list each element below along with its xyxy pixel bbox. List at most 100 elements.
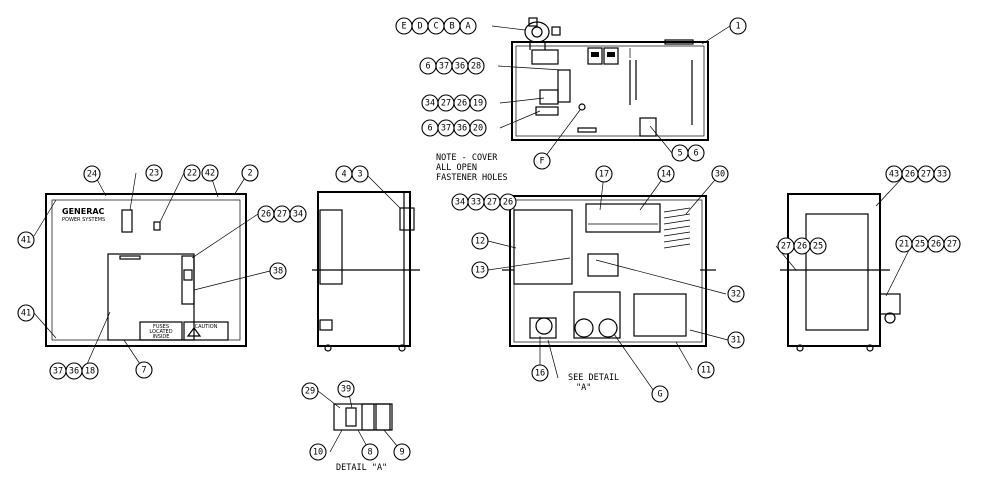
- callout-label: 36: [457, 124, 467, 134]
- caution-label: CAUTION: [195, 324, 218, 330]
- callout-label: 27: [487, 198, 497, 208]
- callout-group-inside-view-3: 30: [711, 165, 729, 183]
- callout-label: 30: [715, 170, 725, 180]
- callout-bubble: [943, 235, 961, 253]
- callout-bubble: [729, 17, 747, 35]
- callout-bubble: [595, 165, 613, 183]
- detail-a-title: DETAIL "A": [336, 463, 387, 473]
- callout-label: E: [401, 22, 406, 32]
- callout-group-front-view-9: 37 36 18: [49, 362, 99, 380]
- callout-label: 6: [693, 149, 698, 159]
- callout-label: 39: [341, 385, 351, 395]
- brand-logo: GENERAC: [62, 207, 105, 216]
- callout-label: 37: [53, 367, 63, 377]
- callout-group-inside-view-10: G: [651, 385, 669, 403]
- callout-label: 27: [441, 99, 451, 109]
- callout-label: 3: [357, 170, 362, 180]
- callout-label: 33: [471, 198, 481, 208]
- callout-bubble: [269, 262, 287, 280]
- callout-label: 10: [313, 448, 323, 458]
- callout-bubble: [83, 165, 101, 183]
- callout-label: 14: [661, 170, 671, 180]
- callout-bubble: [711, 165, 729, 183]
- callout-label: 28: [471, 62, 481, 72]
- callout-label: 36: [455, 62, 465, 72]
- callout-label: 26: [797, 242, 807, 252]
- callout-label: 9: [399, 448, 404, 458]
- fuses-label-line1: FUSES: [153, 324, 169, 330]
- callout-group-front-view-0: 24: [83, 165, 101, 183]
- callout-label: B: [449, 22, 454, 32]
- callout-label: 27: [781, 242, 791, 252]
- callout-bubble: [351, 165, 369, 183]
- callout-bubble: [499, 193, 517, 211]
- callout-bubble: [145, 164, 163, 182]
- callout-group-detail-a-4: 9: [393, 443, 411, 461]
- left-side-view: [312, 191, 420, 352]
- callout-label: 19: [473, 99, 483, 109]
- cover-note-line3: FASTENER HOLES: [436, 173, 508, 183]
- brand-logo-sub: POWER SYSTEMS: [62, 217, 105, 223]
- callout-label: 27: [277, 210, 287, 220]
- callout-label: 11: [701, 366, 711, 376]
- callout-label: 34: [455, 198, 465, 208]
- callout-bubble: [471, 261, 489, 279]
- callout-group-inside-view-7: 31: [727, 331, 745, 349]
- fuses-label-line2: LOCATED: [149, 329, 172, 335]
- callout-label: 43: [889, 170, 899, 180]
- callout-label: 26: [905, 170, 915, 180]
- callout-group-side-view-right-1: 27 26 25: [777, 237, 827, 255]
- callout-label: 26: [261, 210, 271, 220]
- callout-group-inside-view-5: 13: [471, 261, 489, 279]
- callout-label: 16: [535, 369, 545, 379]
- callout-group-front-view-5: 41: [17, 231, 35, 249]
- callout-group-top-view-1: 1: [729, 17, 747, 35]
- callout-label: 34: [293, 210, 303, 220]
- callout-bubble: [531, 364, 549, 382]
- callout-bubble: [657, 165, 675, 183]
- fuses-label-line3: INSIDE: [153, 334, 170, 340]
- callout-label: F: [539, 157, 544, 167]
- callout-label: 4: [341, 170, 346, 180]
- callout-group-inside-view-9: 16: [531, 364, 549, 382]
- callout-label: 18: [85, 367, 95, 377]
- callout-group-front-view-6: 26 27 34: [257, 205, 307, 223]
- right-side-view: [780, 193, 901, 352]
- callout-label: 21: [899, 240, 909, 250]
- callout-bubble: [135, 361, 153, 379]
- callout-label: 37: [441, 124, 451, 134]
- callout-label: 26: [931, 240, 941, 250]
- callout-bubble: [687, 144, 705, 162]
- callout-group-front-view-8: 41: [17, 304, 35, 322]
- cover-note-line2: ALL OPEN: [436, 163, 477, 173]
- callout-bubble: [809, 237, 827, 255]
- cover-note-line1: NOTE - COVER: [436, 153, 498, 163]
- callout-bubble: [183, 164, 201, 182]
- callout-label: 23: [149, 169, 159, 179]
- callout-bubble: [201, 164, 219, 182]
- front-view-enclosure: GENERAC POWER SYSTEMS FUSES LOCATED INSI…: [45, 193, 247, 347]
- callout-label: A: [465, 22, 470, 32]
- detail-a-drawing: [333, 403, 393, 431]
- see-detail-line1: SEE DETAIL: [568, 373, 619, 383]
- callout-bubble: [459, 17, 477, 35]
- callout-bubble: [81, 362, 99, 380]
- callout-label: 25: [813, 242, 823, 252]
- callout-label: 37: [439, 62, 449, 72]
- callout-label: 27: [947, 240, 957, 250]
- see-detail-line2: "A": [576, 383, 591, 393]
- top-view-enclosure: [511, 17, 709, 141]
- callout-label: 29: [305, 387, 315, 397]
- callout-label: 1: [735, 22, 740, 32]
- callout-label: 41: [21, 236, 31, 246]
- callout-bubble: [17, 304, 35, 322]
- callout-label: 7: [141, 366, 146, 376]
- callout-label: 32: [731, 290, 741, 300]
- callout-label: 26: [503, 198, 513, 208]
- callout-label: 36: [69, 367, 79, 377]
- callout-bubble: [471, 232, 489, 250]
